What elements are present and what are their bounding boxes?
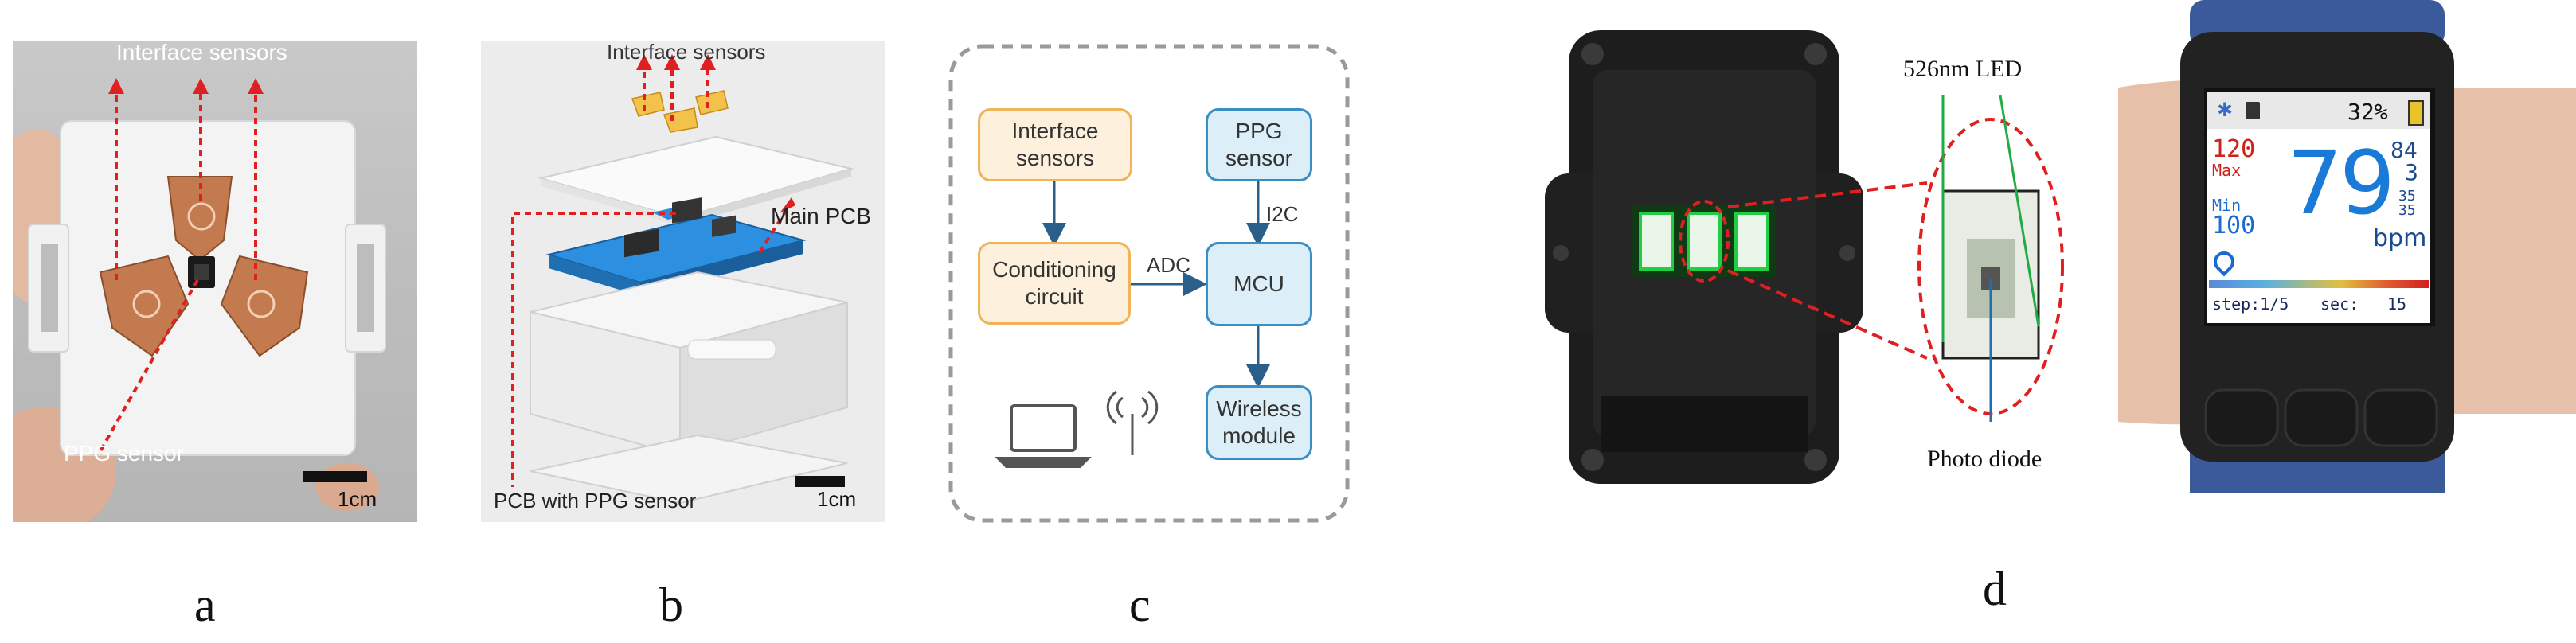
sensor-board-illustration [13, 78, 386, 522]
panel-b-main-pcb-label: Main PCB [771, 204, 872, 228]
readout-35-a: 35 [2398, 188, 2416, 205]
antenna-icon [1106, 390, 1159, 455]
photodiode-label: Photo diode [1927, 446, 2042, 472]
panel-a-interface-label: Interface sensors [116, 40, 287, 64]
panel-a-letter: a [194, 579, 216, 631]
device-board-photo [1545, 30, 1863, 484]
readout-35-b: 35 [2398, 202, 2416, 219]
conditioning-circuit-block: Conditioning circuit [978, 242, 1131, 325]
min-label: Min [2212, 196, 2242, 215]
sec-label: sec: [2320, 294, 2359, 314]
readout-3: 3 [2405, 159, 2418, 185]
sdcard-icon [2246, 102, 2260, 119]
panel-b-interface-label: Interface sensors [607, 40, 766, 64]
ppg-sensor-block: PPG sensor [1206, 108, 1312, 181]
bluetooth-off-icon: ✱ [2217, 99, 2234, 121]
panel-c-letter: c [1129, 579, 1151, 631]
step-text: step:1/5 [2212, 294, 2289, 314]
wireless-module-block: Wireless module [1206, 385, 1312, 460]
panel-a-ppg-label: PPG sensor [64, 441, 184, 466]
panel-d-letter: d [1983, 563, 2007, 615]
watch-status-bar [2207, 92, 2430, 129]
location-pin-icon [2209, 247, 2239, 277]
heart-rate-zone-bar [2209, 280, 2429, 288]
bpm-unit: bpm [2373, 224, 2427, 252]
panel-b-render [481, 41, 885, 522]
laptop-icon [995, 404, 1092, 468]
panel-a-scale-label: 1cm [338, 487, 377, 511]
watch-screen: ✱ 32% 120 Max Min 100 79 84 3 35 35 bpm … [2207, 92, 2430, 323]
readout-84: 84 [2390, 137, 2418, 163]
sec-value: 15 [2387, 294, 2407, 314]
exploded-view-illustration [511, 54, 854, 505]
battery-percent: 32% [2347, 99, 2388, 125]
led-label: 526nm LED [1903, 56, 2023, 82]
panel-b-letter: b [659, 579, 683, 631]
bpm-value: 79 [2287, 132, 2395, 234]
max-label: Max [2212, 161, 2242, 180]
panel-b-scale-label: 1cm [817, 487, 857, 511]
mcu-block: MCU [1206, 242, 1312, 326]
max-value: 120 [2212, 135, 2256, 163]
battery-icon [2408, 100, 2424, 126]
adc-label: ADC [1147, 253, 1190, 277]
panel-b-pcb-ppg-label: PCB with PPG sensor [494, 489, 697, 512]
i2c-label: I2C [1266, 202, 1299, 226]
min-value: 100 [2212, 212, 2256, 240]
panel-a-photo [13, 41, 417, 522]
interface-sensors-block: Interface sensors [978, 108, 1132, 181]
zoomed-photodiode [1917, 95, 2064, 422]
